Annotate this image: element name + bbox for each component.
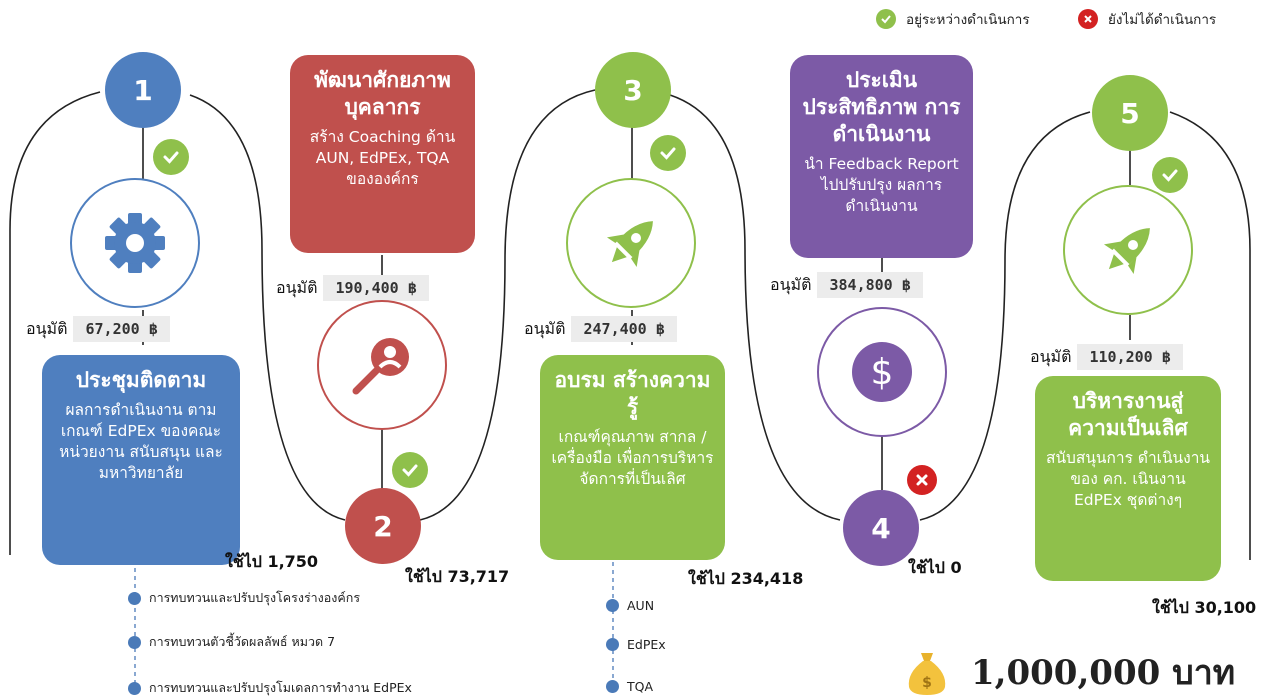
step-1-number: 1 [105, 52, 181, 128]
approved-amount: 247,400 ฿ [571, 316, 677, 342]
step-1-card: ประชุมติดตาม ผลการดำเนินงาน ตามเกณฑ์ EdP… [42, 355, 240, 565]
step-2-used: ใช้ไป 73,717 [405, 567, 510, 586]
step-2-icon-circle [317, 300, 447, 430]
card-body: สร้าง Coaching ด้าน AUN, EdPEx, TQA ของอ… [309, 128, 456, 188]
sub-item: การทบทวนตัวชี้วัดผลลัพธ์ หมวด 7 [128, 632, 335, 652]
step-4-used: ใช้ไป 0 [908, 558, 962, 577]
sub-item: การทบทวนและปรับปรุงโครงร่างองค์กร [128, 588, 360, 608]
step-5-card: บริหารงานสู่ ความเป็นเลิศ สนับสนุนการ ดำ… [1035, 376, 1221, 581]
legend-not-started-label: ยังไม่ได้ดำเนินการ [1108, 12, 1217, 28]
total-amount: 1,000,000 บาท [971, 653, 1236, 693]
step-5-used: ใช้ไป 30,100 [1152, 598, 1257, 617]
check-icon [1152, 157, 1188, 193]
step-2-number: 2 [345, 488, 421, 564]
rocket-icon [606, 221, 653, 268]
approved-amount: 110,200 ฿ [1077, 344, 1183, 370]
bullet-dot [606, 599, 619, 612]
card-body: เกณฑ์คุณภาพ สากล / เครื่องมือ เพื่อการบร… [551, 428, 714, 488]
check-icon [392, 452, 428, 488]
step-4-approved: อนุมัติ 384,800 ฿ [770, 272, 923, 298]
step-3-number: 3 [595, 52, 671, 128]
card-title: ประเมิน ประสิทธิภาพ การดำเนินงาน [802, 68, 961, 146]
card-title: ประชุมติดตาม [75, 368, 207, 392]
svg-text:$: $ [922, 675, 932, 691]
approved-amount: 67,200 ฿ [73, 316, 170, 342]
gear-icon [105, 213, 165, 273]
dollar-icon: $ [852, 342, 912, 402]
card-body: สนับสนุนการ ดำเนินงานของ คก. เนินงาน EdP… [1045, 449, 1210, 509]
x-icon [907, 465, 937, 495]
check-icon [650, 135, 686, 171]
sub-item: EdPEx [606, 637, 666, 652]
card-title: อบรม สร้างความรู้ [554, 368, 711, 419]
bullet-dot [606, 638, 619, 651]
bullet-dot [128, 635, 141, 649]
x-icon [1078, 9, 1098, 29]
svg-text:$: $ [871, 352, 894, 393]
legend-in-progress: อยู่ระหว่างดำเนินการ [876, 8, 1030, 30]
step-5-icon-circle [1063, 185, 1193, 315]
step-4-card: ประเมิน ประสิทธิภาพ การดำเนินงาน นำ Feed… [790, 55, 973, 258]
step-5-approved: อนุมัติ 110,200 ฿ [1030, 344, 1183, 370]
step-3-card: อบรม สร้างความรู้ เกณฑ์คุณภาพ สากล / เคร… [540, 355, 725, 560]
step-1-approved: อนุมัติ 67,200 ฿ [26, 316, 170, 342]
card-title: บริหารงานสู่ ความเป็นเลิศ [1068, 389, 1188, 440]
step-1-icon-circle [70, 178, 200, 308]
bullet-dot [128, 591, 141, 605]
search-person-icon [352, 338, 409, 395]
bullet-dot [128, 681, 141, 695]
bullet-dot [606, 680, 619, 693]
rocket-icon [1103, 228, 1150, 275]
total-budget: $ 1,000,000 บาท [903, 645, 1235, 699]
step-3-used: ใช้ไป 234,418 [688, 569, 804, 588]
card-body: ผลการดำเนินงาน ตามเกณฑ์ EdPEx ของคณะ หน่… [59, 401, 223, 482]
approved-amount: 384,800 ฿ [817, 272, 923, 298]
sub-item: การทบทวนและปรับปรุงโมเดลการทำงาน EdPEx [128, 678, 412, 698]
step-4-number: 4 [843, 490, 919, 566]
step-5-number: 5 [1092, 75, 1168, 151]
step-2-approved: อนุมัติ 190,400 ฿ [276, 275, 429, 301]
check-icon [153, 139, 189, 175]
step-3-approved: อนุมัติ 247,400 ฿ [524, 316, 677, 342]
card-body: นำ Feedback Report ไปปรับปรุง ผลการดำเนิ… [804, 155, 959, 215]
money-bag-icon: $ [908, 653, 946, 695]
step-3-icon-circle [566, 178, 696, 308]
step-1-used: ใช้ไป 1,750 [225, 552, 319, 571]
legend-not-started: ยังไม่ได้ดำเนินการ [1078, 8, 1216, 30]
card-title: พัฒนาศักยภาพ บุคลากร [314, 68, 451, 119]
approved-amount: 190,400 ฿ [323, 275, 429, 301]
step-4-icon-circle: $ [817, 307, 947, 437]
sub-item: TQA [606, 679, 653, 694]
step-2-card: พัฒนาศักยภาพ บุคลากร สร้าง Coaching ด้าน… [290, 55, 475, 253]
check-icon [876, 9, 896, 29]
sub-item: AUN [606, 598, 654, 613]
legend-in-progress-label: อยู่ระหว่างดำเนินการ [906, 12, 1030, 28]
